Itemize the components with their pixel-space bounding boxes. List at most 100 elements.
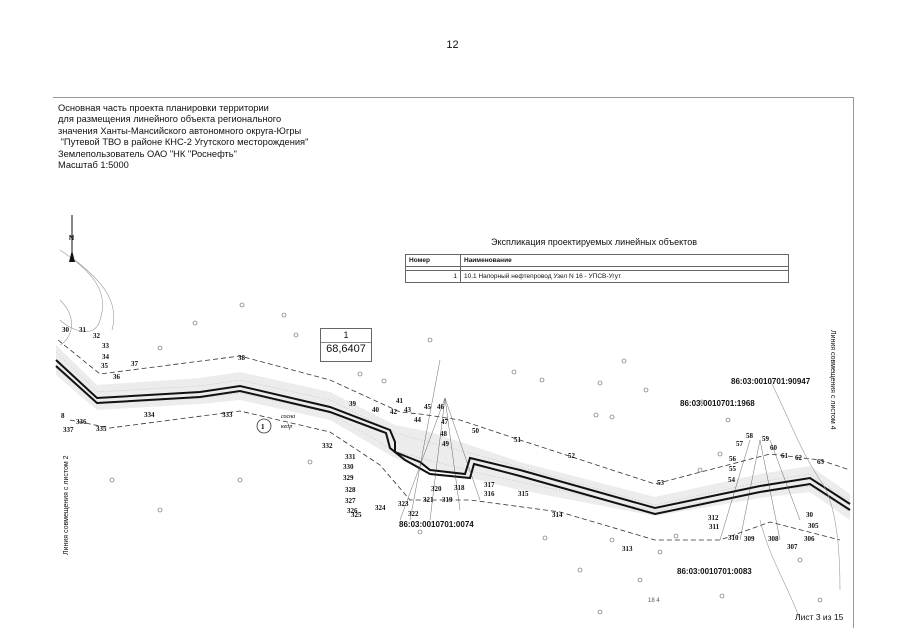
legend-row: 1 10.1 Напорный нефтепровод Узел N 16 - … xyxy=(405,270,789,283)
survey-marker xyxy=(593,412,599,418)
point-label: 315 xyxy=(518,490,529,498)
contour-lines xyxy=(59,249,841,621)
title-line: для размещения линейного объекта региона… xyxy=(58,114,282,125)
legend-title: Экспликация проектируемых линейных объек… xyxy=(491,237,697,247)
survey-marker xyxy=(417,529,423,535)
point-label: 335 xyxy=(96,425,107,433)
area-box: 1 68,6407 xyxy=(320,328,372,362)
survey-marker xyxy=(307,459,313,465)
point-label: 336 xyxy=(76,418,87,426)
survey-marker xyxy=(719,593,725,599)
point-label: 52 xyxy=(568,452,575,460)
point-label: 310 xyxy=(728,534,739,542)
survey-marker xyxy=(609,537,615,543)
survey-marker xyxy=(357,371,363,377)
north-arrow-symbol xyxy=(69,215,75,262)
point-label: 329 xyxy=(343,474,354,482)
survey-marker xyxy=(597,609,603,615)
survey-marker xyxy=(621,358,627,364)
legend-header-name: Наименование xyxy=(460,254,789,267)
survey-marker xyxy=(577,567,583,573)
point-label: 61 xyxy=(781,452,788,460)
survey-marker xyxy=(157,345,163,351)
point-label: 323 xyxy=(398,500,409,508)
survey-marker xyxy=(427,337,433,343)
point-label: 320 xyxy=(431,485,442,493)
point-label: 305 xyxy=(808,522,819,530)
area-box-value: 68,6407 xyxy=(326,343,366,355)
point-label: 334 xyxy=(144,411,155,419)
survey-marker xyxy=(293,332,299,338)
point-label: 333 xyxy=(222,411,233,419)
survey-marker xyxy=(699,399,705,405)
legend-header-number: Номер xyxy=(405,254,461,267)
point-label: 55 xyxy=(729,465,736,473)
point-label: 35 xyxy=(101,362,108,370)
point-label: 30 xyxy=(806,511,813,519)
title-line: "Путевой ТВО в районе КНС-2 Угутского ме… xyxy=(58,137,309,148)
point-label: 41 xyxy=(396,397,403,405)
survey-marker xyxy=(539,377,545,383)
area-box-id: 1 xyxy=(321,329,371,343)
point-label: 37 xyxy=(131,360,138,368)
page-number: 12 xyxy=(446,39,459,51)
point-label: 38 xyxy=(238,354,245,362)
title-line: значения Ханты-Мансийского автономного о… xyxy=(58,125,302,136)
survey-marker xyxy=(797,557,803,563)
point-label: 306 xyxy=(804,535,815,543)
point-label: 8 xyxy=(61,412,65,420)
point-label: 48 xyxy=(440,430,447,438)
point-label: 30 xyxy=(62,326,69,334)
point-label: 60 xyxy=(770,444,777,452)
scale-label: Масштаб 1:5000 xyxy=(58,160,129,171)
point-label: 56 xyxy=(729,455,736,463)
cadastral-label: 86:03:0010701:0083 xyxy=(677,567,752,576)
point-label: 307 xyxy=(787,543,798,551)
measure-lines xyxy=(399,359,801,541)
survey-marker xyxy=(717,451,723,457)
survey-marker xyxy=(643,387,649,393)
point-label: 63 xyxy=(817,458,824,466)
point-label: 308 xyxy=(768,535,779,543)
point-label: 330 xyxy=(343,463,354,471)
survey-marker xyxy=(673,533,679,539)
legend-row-number: 1 xyxy=(405,270,461,283)
point-label: 324 xyxy=(375,504,386,512)
point-label: 322 xyxy=(408,510,419,518)
point-label: 326 xyxy=(347,507,358,515)
map-frame xyxy=(53,97,854,628)
pipeline xyxy=(55,359,851,516)
point-label: 321 xyxy=(423,496,434,504)
point-label: 34 xyxy=(102,353,109,361)
map-small-number: 18 4 xyxy=(648,598,660,604)
point-label: 316 xyxy=(484,490,495,498)
point-label: 32 xyxy=(93,332,100,340)
legend-table: Номер Наименование 1 10.1 Напорный нефте… xyxy=(405,254,789,283)
point-label: 36 xyxy=(113,373,120,381)
title-line: Основная часть проекта планировки террит… xyxy=(58,103,269,113)
survey-marker xyxy=(157,507,163,513)
point-label: 31 xyxy=(79,326,86,334)
point-label: 328 xyxy=(345,486,356,494)
right-of-way-band xyxy=(56,345,850,520)
sheet-label: Лист 3 из 15 xyxy=(795,612,844,622)
point-label: 43 xyxy=(404,406,411,414)
survey-marker xyxy=(281,312,287,318)
point-label: 45 xyxy=(424,403,431,411)
north-label: N xyxy=(69,235,75,242)
point-label: 62 xyxy=(795,454,802,462)
point-label: 327 xyxy=(345,497,356,505)
point-label: 49 xyxy=(442,440,449,448)
point-label: 40 xyxy=(372,406,379,414)
point-label: 337 xyxy=(63,426,74,434)
match-line-left-label: Линия совмещения с листом 2 xyxy=(63,455,70,555)
point-label: 314 xyxy=(552,511,563,519)
point-label: 311 xyxy=(709,523,720,531)
point-label: 58 xyxy=(746,432,753,440)
title-line: Землепользователь ОАО "НК "Роснефть" xyxy=(58,148,237,159)
match-line-right-label: Линия совмещения с листом 4 xyxy=(829,330,836,430)
point-label: 332 xyxy=(322,442,333,450)
point-label: 53 xyxy=(657,479,664,487)
survey-marker xyxy=(239,302,245,308)
